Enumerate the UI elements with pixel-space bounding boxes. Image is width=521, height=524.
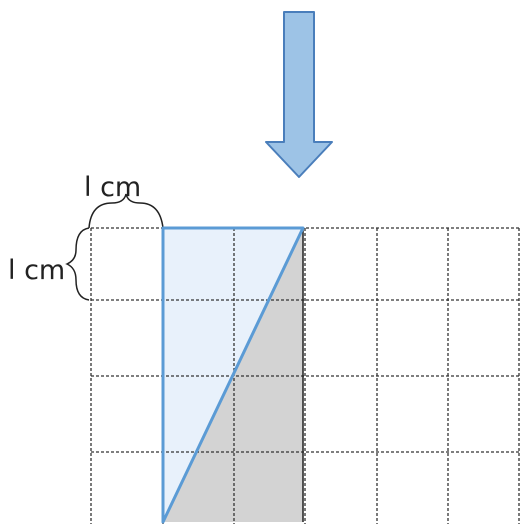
top-unit-brace xyxy=(88,193,164,229)
grid xyxy=(90,227,521,524)
rectangle-outline xyxy=(161,226,303,522)
rectangle-diagonal xyxy=(161,226,305,524)
side-unit-label: l cm xyxy=(8,255,65,286)
down-arrow-icon xyxy=(265,11,333,178)
side-unit-brace xyxy=(65,227,90,301)
top-unit-label: l cm xyxy=(84,172,141,203)
